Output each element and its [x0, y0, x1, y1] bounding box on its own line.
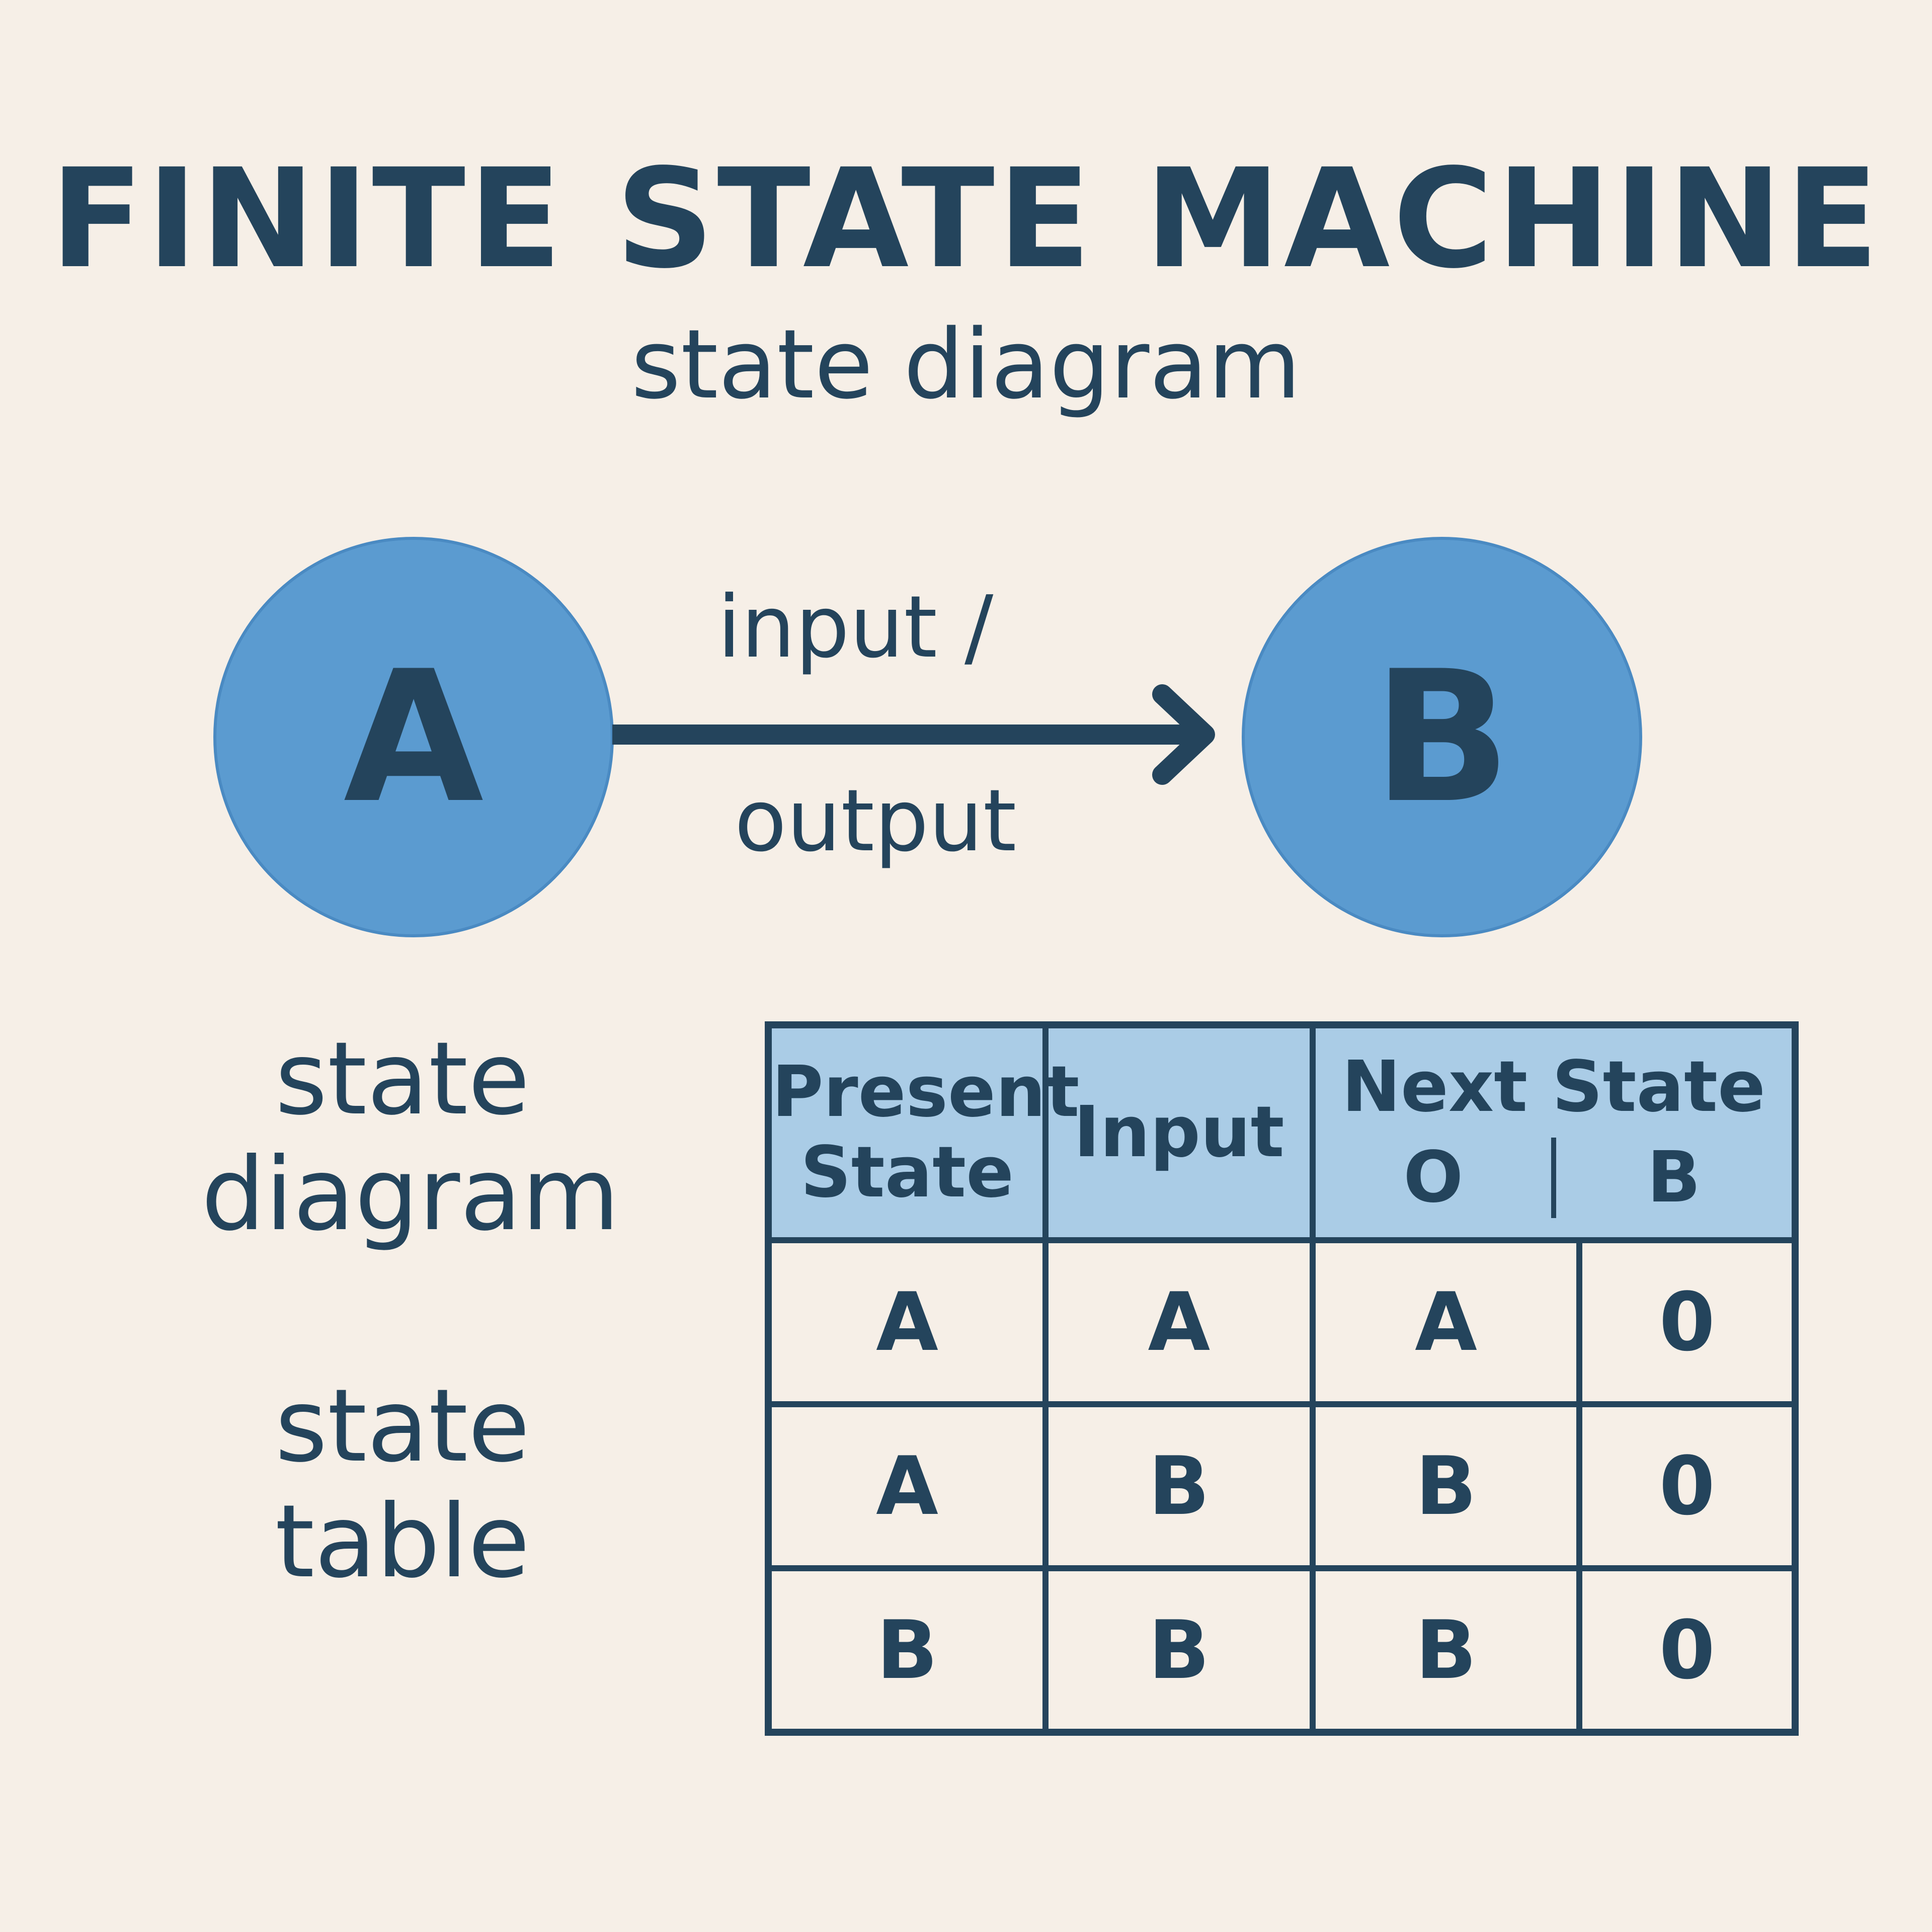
state-node-a-label: A — [344, 632, 485, 843]
side-label-line: table — [275, 1483, 530, 1600]
header-next-state: Next State O B — [1309, 1022, 1799, 1243]
table-cell: B — [1309, 1401, 1583, 1571]
table-cell: A — [1042, 1237, 1316, 1407]
side-label-state-diagram: state diagram — [201, 1020, 620, 1253]
header-next-state-title: Next State — [1341, 1046, 1765, 1129]
table-cell: 0 — [1576, 1401, 1798, 1571]
transition-label-output: output — [735, 771, 1017, 871]
table-cell: B — [765, 1565, 1049, 1736]
state-table: Present State Input Next State O B A A A… — [765, 1021, 1799, 1736]
header-present-state-line: State — [800, 1132, 1014, 1214]
table-cell: 0 — [1576, 1565, 1798, 1736]
table-row: A A A 0 — [765, 1237, 1798, 1407]
table-cell: A — [765, 1401, 1049, 1571]
table-row: A B B 0 — [765, 1401, 1798, 1571]
table-header-row: Present State Input Next State O B — [765, 1022, 1799, 1243]
side-label-line: state — [275, 1367, 530, 1485]
state-diagram: A B input / output — [213, 537, 1642, 937]
header-input: Input — [1042, 1022, 1316, 1243]
side-label-line: diagram — [201, 1136, 620, 1253]
table-row: B B B 0 — [765, 1565, 1798, 1736]
header-next-state-sub: O — [1316, 1138, 1556, 1219]
state-node-b — [1242, 537, 1642, 937]
header-present-state: Present State — [765, 1022, 1080, 1243]
transition-arrow-head — [1152, 684, 1215, 785]
side-label-state-table: state table — [201, 1369, 604, 1600]
transition-label-input: input / — [717, 578, 994, 677]
header-next-state-subs: O B — [1316, 1137, 1792, 1219]
page-title: FINITE STATE MACHINE — [50, 140, 1882, 299]
header-next-state-sub: B — [1647, 1137, 1701, 1219]
table-cell: B — [1309, 1565, 1583, 1736]
table-cell: A — [765, 1237, 1049, 1407]
table-cell: B — [1042, 1401, 1316, 1571]
state-node-b-label: B — [1373, 632, 1511, 843]
page-subtitle: state diagram — [631, 309, 1301, 420]
table-cell: 0 — [1576, 1237, 1798, 1407]
table-cell: B — [1042, 1565, 1316, 1736]
header-present-state-line: Present — [772, 1051, 1080, 1134]
table-cell: A — [1309, 1237, 1583, 1407]
side-label-line: state — [275, 1020, 530, 1138]
